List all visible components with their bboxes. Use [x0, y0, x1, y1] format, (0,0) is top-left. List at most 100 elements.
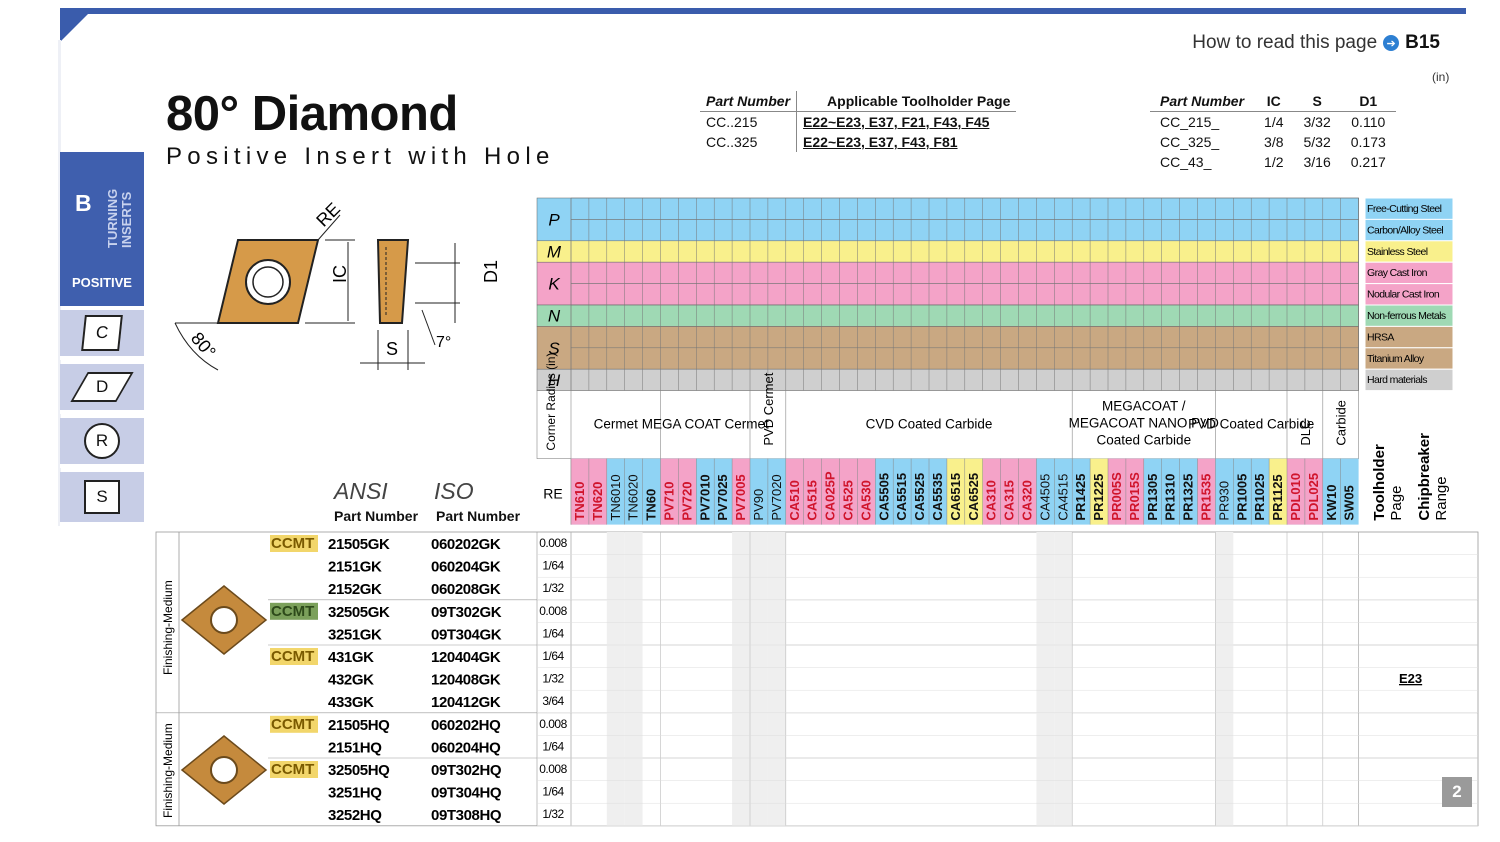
- shape-tab-c[interactable]: C: [60, 310, 144, 360]
- material-row-label: Hard materials: [1367, 374, 1427, 386]
- grade-label: CA025P: [823, 471, 838, 520]
- material-letter: K: [548, 275, 560, 294]
- chipbreaker-label: Finishing-Medium: [161, 580, 175, 675]
- ccmt-badge: [270, 648, 318, 665]
- ccmt-prefix: CCMT: [271, 716, 314, 733]
- grade-label: PR1125: [1270, 474, 1285, 520]
- ccmt-prefix: CCMT: [271, 761, 314, 778]
- grade-label: PV7025: [715, 474, 730, 520]
- toolholder-table: Part Number Applicable Toolholder Page C…: [700, 91, 1017, 152]
- ansi-part-number: 2151GK: [328, 559, 382, 576]
- grade-label: PDL010: [1288, 473, 1303, 521]
- iso-part-number: 120404GK: [431, 649, 501, 666]
- grade-bg-pink: [803, 458, 822, 525]
- dim-th-part: Part Number: [1150, 91, 1255, 112]
- grade-label: CA320: [1020, 480, 1035, 520]
- iso-part-number: 060202GK: [431, 536, 501, 553]
- ansi-part-number: 21505GK: [328, 536, 390, 553]
- ansi-part-number: 21505HQ: [328, 717, 390, 734]
- grade-label: PR1005: [1234, 474, 1249, 521]
- column-band: [1054, 532, 1073, 826]
- corner-radius-value: 0.008: [539, 536, 567, 550]
- group-label: Cermet: [594, 417, 639, 432]
- page-number: 2: [1442, 777, 1472, 807]
- grade-label: PDL025: [1306, 473, 1321, 521]
- toolholder-pages-link[interactable]: E22~E23, E37, F21, F43, F45: [796, 111, 1017, 132]
- grade-label: CA5535: [930, 473, 945, 521]
- positive-tab[interactable]: POSITIVE: [60, 258, 144, 306]
- ansi-part-number: 3252HQ: [328, 807, 382, 824]
- grade-label: TN6010: [608, 474, 623, 520]
- iso-part-number: 060204GK: [431, 559, 501, 576]
- corner-radius-value: 1/32: [542, 672, 564, 686]
- material-letter: S: [548, 339, 560, 358]
- ansi-part-number: 2152GK: [328, 581, 382, 598]
- grade-label: TN6020: [626, 474, 641, 520]
- dim-cell: CC_43_: [1160, 154, 1212, 170]
- grade-label: PR1025: [1252, 474, 1267, 521]
- ansi-part-number: 432GK: [328, 672, 374, 689]
- material-band: [536, 304, 1359, 327]
- material-row-label: Stainless Steel: [1367, 246, 1428, 258]
- dim-cell: 3/8: [1264, 134, 1284, 150]
- corner-radius-value: 1/32: [542, 807, 564, 821]
- material-label-bg: [1364, 368, 1454, 392]
- grade-label: KW10: [1324, 484, 1339, 520]
- grade-label: PR1535: [1199, 474, 1214, 521]
- column-band: [732, 532, 750, 826]
- grade-bg-pink: [1304, 458, 1323, 525]
- dim-cell: 5/32: [1303, 134, 1331, 150]
- shape-tab-r[interactable]: R: [60, 418, 144, 468]
- group-label: Carbide: [1334, 400, 1349, 446]
- iso-part-number-label: Part Number: [436, 508, 521, 524]
- toolholder-pages-link[interactable]: E22~E23, E37, F43, F81: [796, 132, 1017, 152]
- chipbreaker-range-header: ChipbreakerRange: [1416, 433, 1450, 521]
- shape-tab-s[interactable]: S: [60, 472, 144, 526]
- shape-tab-d[interactable]: D: [60, 364, 144, 414]
- group-label: CVD Coated Carbide: [866, 417, 993, 432]
- dim-cell: 3/16: [1303, 154, 1331, 170]
- dim-cell: 0.110: [1351, 114, 1386, 130]
- grade-label: PV7020: [769, 474, 784, 520]
- ansi-part-number: 431GK: [328, 649, 374, 666]
- ansi-part-number: 433GK: [328, 694, 374, 711]
- corner-radius-value: 1/64: [542, 785, 564, 799]
- grade-label: CA510: [787, 480, 802, 520]
- grade-label: PR1310: [1163, 474, 1178, 521]
- grade-label: CA5515: [894, 473, 909, 521]
- dim-cell: 1/2: [1264, 154, 1284, 170]
- dim-cell: 1/4: [1264, 114, 1284, 130]
- grade-bg-pink: [1108, 458, 1126, 525]
- top-accent-bar: [60, 8, 1466, 14]
- grade-bg-pink: [839, 458, 858, 525]
- grade-label: CA515: [805, 480, 820, 520]
- ccmt-prefix: CCMT: [271, 648, 314, 665]
- material-band: [536, 368, 1359, 391]
- column-band: [1215, 532, 1234, 826]
- toolholder-page-link: E23: [1399, 671, 1422, 686]
- grade-label: PR015S: [1127, 472, 1142, 521]
- how-to-read-link[interactable]: How to read this page ➔ B15: [1192, 32, 1440, 54]
- grade-label: CA525: [841, 480, 856, 520]
- grade-bg-pink: [571, 458, 589, 525]
- grade-label: CA4505: [1037, 474, 1052, 521]
- grade-label: TN620: [590, 482, 605, 521]
- grade-label: TN610: [572, 482, 587, 521]
- iso-part-number: 09T302HQ: [431, 762, 502, 779]
- column-band: [606, 532, 625, 826]
- grade-label: PR1225: [1091, 474, 1106, 521]
- corner-accent: [60, 8, 94, 42]
- column-band: [1036, 532, 1055, 826]
- ic-label: IC: [330, 265, 350, 283]
- grade-label: PR005S: [1109, 472, 1124, 521]
- grade-label: CA6525: [966, 473, 981, 521]
- dimension-table: Part Number IC S D1 CC_215_ 1/4 3/32 0.1…: [1150, 91, 1396, 172]
- grade-bg-pink: [660, 458, 679, 525]
- unit-label: (in): [1432, 70, 1450, 84]
- section-tab-b[interactable]: B TURNING INSERTS: [60, 152, 144, 258]
- ccmt-prefix: CCMT: [271, 603, 314, 620]
- grade-bg-pink: [857, 458, 876, 525]
- iso-part-number: 09T304HQ: [431, 785, 502, 802]
